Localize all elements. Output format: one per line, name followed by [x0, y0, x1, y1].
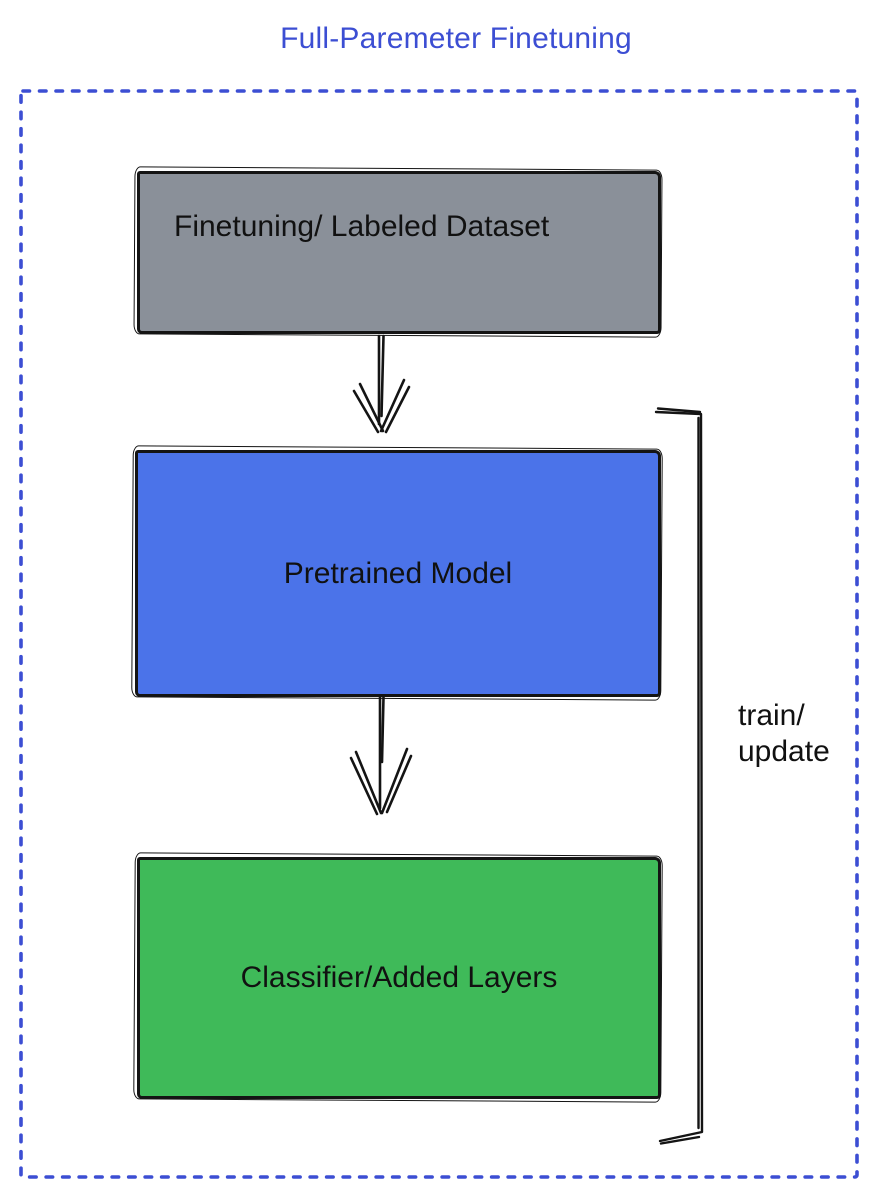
arrow-stroke [384, 385, 411, 434]
node-label: Pretrained Model [283, 556, 513, 590]
bracket-stroke [654, 410, 704, 1143]
train-update-line-2: update [738, 735, 830, 768]
arrow-stroke [380, 695, 385, 764]
bracket-stroke [656, 407, 702, 414]
arrow-stroke [354, 750, 383, 815]
node-finetuning-dataset: Finetuning/ Labeled Dataset [137, 171, 661, 334]
arrow-dataset-to-pretrained [352, 334, 411, 434]
arrow-pretrained-to-classifier [349, 695, 413, 816]
node-label: Finetuning/ Labeled Dataset [174, 210, 550, 243]
train-update-line-1: train/ [738, 699, 805, 732]
node-pretrained-model: Pretrained Model [135, 450, 661, 697]
node-label: Classifier/Added Layers [240, 961, 558, 994]
arrow-stroke [352, 389, 380, 434]
arrow-stroke [380, 747, 409, 815]
arrow-stroke [379, 378, 406, 433]
train-update-bracket [654, 407, 704, 1145]
arrow-stroke [385, 754, 413, 814]
arrow-stroke [380, 334, 385, 418]
arrow-stroke [349, 756, 379, 816]
diagram-title: Full-Paremeter Finetuning [280, 22, 632, 55]
train-update-label: train/ update [738, 698, 868, 770]
arrow-stroke [358, 382, 385, 433]
node-classifier-added-layers: Classifier/Added Layers [137, 857, 661, 1099]
bracket-stroke [659, 1135, 701, 1145]
